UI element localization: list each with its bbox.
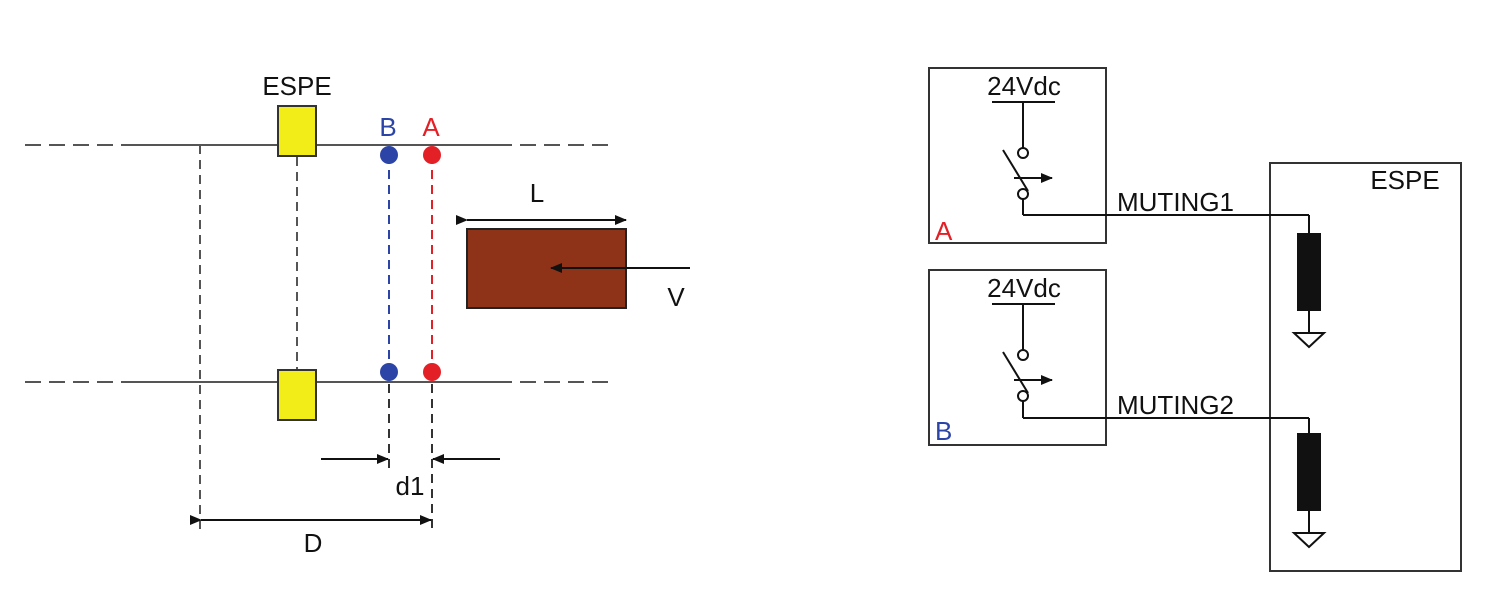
switch-contact-top-b xyxy=(1017,349,1029,361)
espe-sensor-bottom xyxy=(277,369,317,421)
switch-blade-b xyxy=(1002,351,1029,394)
layout-diagram: ESPE B A L V d1 D xyxy=(25,71,690,558)
length-label: L xyxy=(530,178,544,208)
sensor-box-a: 24Vdc A xyxy=(928,67,1107,246)
sensor-label-b: B xyxy=(935,416,952,446)
distance-label: D xyxy=(304,528,323,558)
point-a-top xyxy=(423,146,441,164)
point-b-label: B xyxy=(379,112,396,142)
supply-label-a: 24Vdc xyxy=(987,71,1061,101)
espe-label: ESPE xyxy=(262,71,331,101)
point-b-top xyxy=(380,146,398,164)
switch-contact-top-a xyxy=(1017,147,1029,159)
d1-label: d1 xyxy=(396,471,425,501)
point-b-bottom xyxy=(380,363,398,381)
espe-controller-box: ESPE xyxy=(1269,162,1462,572)
espe-controller-label: ESPE xyxy=(1370,165,1439,195)
ground-icon xyxy=(1291,532,1327,549)
sensor-box-b: 24Vdc B xyxy=(928,269,1107,446)
espe-sensor-top xyxy=(277,105,317,157)
switch-contact-bottom-b xyxy=(1017,390,1029,402)
supply-label-b: 24Vdc xyxy=(987,273,1061,303)
point-a-bottom xyxy=(423,363,441,381)
switch-contact-bottom-a xyxy=(1017,188,1029,200)
velocity-label: V xyxy=(667,282,685,312)
switch-blade-a xyxy=(1002,149,1029,192)
input-coil-1 xyxy=(1297,233,1321,311)
muting2-label: MUTING2 xyxy=(1117,390,1234,420)
ground-icon xyxy=(1291,332,1327,349)
input-coil-2 xyxy=(1297,433,1321,511)
muting1-label: MUTING1 xyxy=(1117,187,1234,217)
sensor-label-a: A xyxy=(935,216,953,246)
point-a-label: A xyxy=(422,112,440,142)
wiring-diagram: 24Vdc A 24Vdc B ESPE xyxy=(928,67,1462,572)
